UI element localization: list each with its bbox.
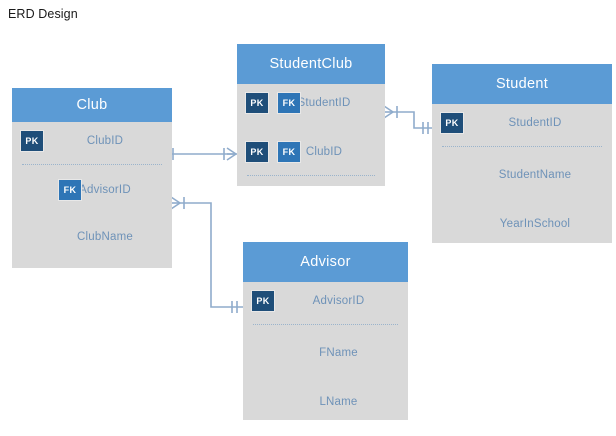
field-divider	[22, 164, 162, 165]
pk-badge: PK	[245, 92, 269, 114]
pk-badge: PK	[20, 130, 44, 152]
field-name: StudentName	[498, 169, 572, 181]
field-row[interactable]: LName	[243, 383, 408, 421]
fk-badge: FK	[277, 92, 301, 114]
key-badges: PK	[20, 130, 44, 152]
field-row[interactable]: PK ClubID	[12, 122, 172, 160]
connector-club-advisor	[170, 196, 243, 313]
key-badges: PK FK	[245, 141, 301, 163]
entity-header-club: Club	[12, 88, 172, 122]
field-name: ClubID	[86, 135, 124, 147]
field-row[interactable]: FName	[243, 334, 408, 372]
entity-header-studentclub: StudentClub	[237, 44, 385, 84]
field-divider	[247, 175, 375, 176]
field-name: AdvisorID	[79, 184, 131, 196]
key-badges: PK	[251, 290, 275, 312]
field-row[interactable]: StudentName	[432, 156, 612, 194]
page-title: ERD Design	[8, 7, 78, 21]
pk-badge: PK	[245, 141, 269, 163]
connector-club-studentclub	[167, 147, 237, 161]
field-row[interactable]: ClubName	[12, 218, 172, 256]
entity-header-student: Student	[432, 64, 612, 104]
field-row[interactable]: PK AdvisorID	[243, 282, 408, 320]
field-divider	[253, 324, 398, 325]
entity-header-advisor: Advisor	[243, 242, 408, 282]
field-name: FName	[319, 347, 358, 359]
field-name: LName	[319, 396, 358, 408]
key-badges: PK FK	[245, 92, 301, 114]
field-name: StudentID	[508, 117, 562, 129]
field-name: ClubName	[77, 231, 133, 243]
field-row[interactable]: PK FK ClubID	[237, 133, 385, 171]
field-name: ClubID	[305, 146, 343, 158]
field-name: AdvisorID	[312, 295, 365, 307]
fk-badge: FK	[277, 141, 301, 163]
field-name: YearInSchool	[499, 218, 571, 230]
field-divider	[442, 146, 602, 147]
key-badges: PK	[440, 112, 464, 134]
field-row[interactable]: PK StudentID	[432, 104, 612, 142]
pk-badge: PK	[251, 290, 275, 312]
key-badges: FK	[58, 179, 82, 201]
pk-badge: PK	[440, 112, 464, 134]
field-row[interactable]: YearInSchool	[432, 205, 612, 243]
connector-studentclub-student	[383, 105, 432, 134]
field-name: StudentID	[297, 97, 351, 109]
fk-badge: FK	[58, 179, 82, 201]
